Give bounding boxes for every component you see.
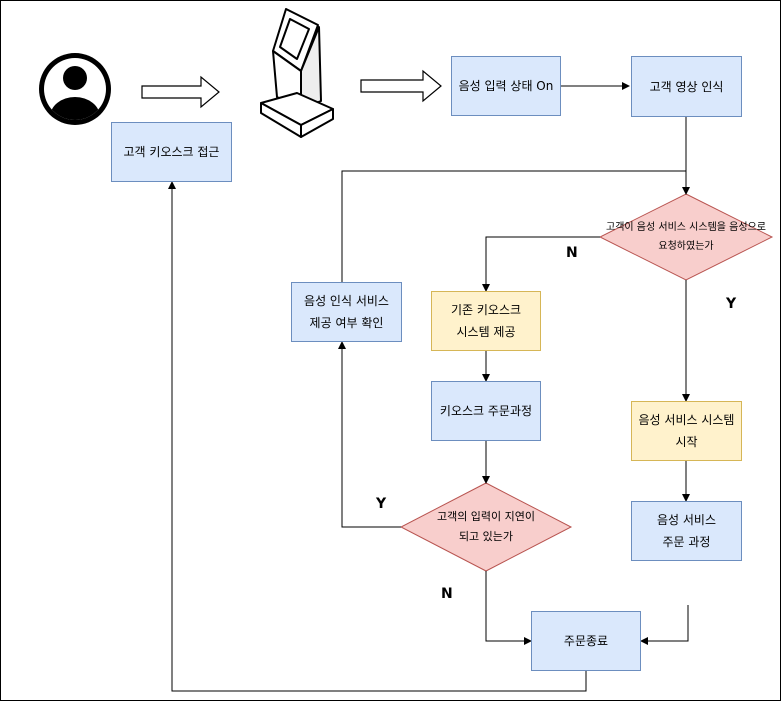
node-order-end: 주문종료	[531, 611, 641, 671]
node-face-recognition: 고객 영상 인식	[631, 56, 742, 117]
node-check-voice-service: 음성 인식 서비스 제공 여부 확인	[291, 282, 402, 342]
edge-label-delay-no: N	[441, 586, 453, 602]
node-voice-input-on: 음성 입력 상태 On	[451, 56, 561, 116]
node-voice-service-start: 음성 서비스 시스템 시작	[631, 401, 742, 461]
decision-input-delay-text: 고객의 입력이 지연이 되고 있는가	[436, 510, 536, 543]
node-kiosk-order: 키오스크 주문과정	[431, 381, 541, 441]
kiosk-icon	[260, 8, 334, 138]
edge-label-request-yes: Y	[726, 296, 737, 312]
hollow-arrow-icon	[360, 69, 442, 103]
edge-label-delay-yes: Y	[376, 496, 387, 512]
user-icon	[39, 53, 111, 125]
node-voice-order: 음성 서비스 주문 과정	[631, 501, 742, 561]
edge-label-request-no: N	[566, 245, 578, 261]
decision-voice-request-text: 고객이 음성 서비스 시스템을 음성으로 요청하였는가	[606, 222, 766, 252]
hollow-arrow-icon	[141, 75, 220, 109]
node-customer-approach: 고객 키오스크 접근	[111, 122, 232, 182]
node-existing-kiosk: 기존 키오스크 시스템 제공	[431, 291, 541, 351]
